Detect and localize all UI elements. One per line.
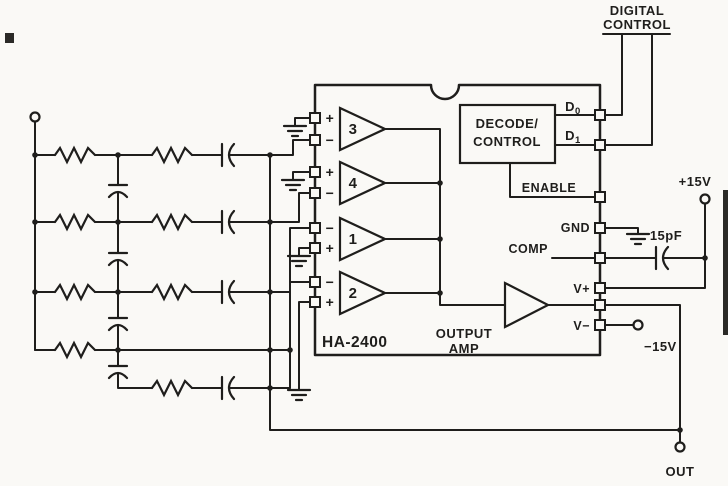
out-terminal bbox=[674, 441, 686, 453]
resistor-symbol bbox=[150, 146, 194, 164]
ic-pin bbox=[309, 242, 321, 254]
decode-pin-wires bbox=[554, 114, 596, 146]
ic-pin bbox=[594, 191, 606, 203]
d1-pin-label: D1 bbox=[565, 128, 581, 146]
input-sign: + bbox=[326, 110, 335, 126]
input-sign: + bbox=[326, 294, 335, 310]
input-row bbox=[34, 139, 311, 168]
enable-wire bbox=[509, 162, 596, 198]
resistor-symbol bbox=[150, 379, 194, 397]
resistor-symbol bbox=[53, 146, 97, 164]
opamp-3 bbox=[338, 106, 388, 152]
ic-pin bbox=[309, 112, 321, 124]
ic-pin bbox=[309, 276, 321, 288]
digital-control-wires bbox=[602, 33, 671, 146]
gnd-pin-label: GND bbox=[561, 221, 590, 235]
ic-pin bbox=[309, 134, 321, 146]
scan-mark-artifact bbox=[5, 33, 14, 43]
ground-symbol bbox=[286, 388, 312, 402]
input-row bbox=[117, 372, 291, 401]
input-row bbox=[34, 227, 311, 305]
output-amp bbox=[503, 281, 551, 329]
junction-dot bbox=[437, 236, 443, 242]
internal-output-bus bbox=[384, 128, 506, 306]
resistor-symbol bbox=[53, 283, 97, 301]
junction-dot bbox=[437, 180, 443, 186]
scan-edge-artifact bbox=[723, 190, 728, 335]
enable-label: ENABLE bbox=[522, 181, 576, 195]
ground-symbol bbox=[282, 124, 308, 138]
vminus-pin-label: V− bbox=[573, 319, 590, 333]
vplus-pin-label: V+ bbox=[573, 282, 590, 296]
output-amp-label: AMP bbox=[449, 341, 479, 356]
ic-pin bbox=[309, 222, 321, 234]
opamp-1 bbox=[338, 216, 388, 262]
junction-dot bbox=[437, 290, 443, 296]
input-sign: + bbox=[326, 240, 335, 256]
input-sign: − bbox=[326, 185, 335, 201]
part-number: HA-2400 bbox=[322, 334, 388, 351]
input-sign: + bbox=[326, 164, 335, 180]
resistor-symbol bbox=[53, 213, 97, 231]
input-network bbox=[29, 111, 681, 431]
d0-pin-label: D0 bbox=[565, 99, 581, 117]
junction-dot bbox=[677, 427, 683, 433]
opamp-label: 1 bbox=[349, 231, 358, 248]
out-label: OUT bbox=[666, 464, 695, 479]
input-sign: − bbox=[326, 274, 335, 290]
resistor-symbol bbox=[150, 283, 194, 301]
input-row bbox=[34, 281, 311, 389]
ic-pin bbox=[594, 299, 606, 311]
resistor-symbol bbox=[150, 213, 194, 231]
opamp-label: 4 bbox=[349, 175, 358, 192]
ic-pin bbox=[594, 319, 606, 331]
external-right: DIGITAL CONTROL 15pF +15V −15V OUT bbox=[602, 3, 712, 479]
ic-pin bbox=[594, 139, 606, 151]
ic-pin bbox=[309, 187, 321, 199]
comp-pin-label: COMP bbox=[509, 242, 549, 256]
junction-dot bbox=[287, 347, 293, 353]
opamp-label: 2 bbox=[349, 285, 358, 302]
comp-cap-label: 15pF bbox=[650, 228, 682, 243]
ic-pin bbox=[594, 222, 606, 234]
input-sign: − bbox=[326, 220, 335, 236]
ic-pin bbox=[594, 282, 606, 294]
ic-package: + − + − − + − + 3 4 1 2 DECODE/ CONTROL … bbox=[309, 83, 606, 357]
opamp-label: 3 bbox=[349, 121, 358, 138]
ic-pin bbox=[594, 109, 606, 121]
digital-control-label: CONTROL bbox=[603, 17, 671, 32]
decode-control-box bbox=[458, 103, 557, 165]
ground-symbol bbox=[280, 178, 306, 192]
ground-symbol bbox=[286, 254, 312, 268]
ic-pin bbox=[309, 296, 321, 308]
coupling-capacitors bbox=[107, 154, 129, 380]
digital-control-label: DIGITAL bbox=[610, 3, 665, 18]
pos-supply-label: +15V bbox=[679, 174, 712, 189]
pos-supply-terminal bbox=[699, 193, 711, 205]
output-wire bbox=[604, 304, 681, 443]
ic-pin bbox=[594, 252, 606, 264]
decode-control-label: DECODE/ bbox=[476, 116, 539, 131]
ground-symbol bbox=[625, 232, 651, 246]
vplus-wire bbox=[604, 202, 706, 289]
neg-supply-label: −15V bbox=[644, 339, 677, 354]
opamp-2 bbox=[338, 270, 388, 316]
opamp-4 bbox=[338, 160, 388, 206]
decode-control-label: CONTROL bbox=[473, 134, 541, 149]
input-row bbox=[34, 192, 311, 235]
output-amp-label: OUTPUT bbox=[436, 326, 492, 341]
ground-connections bbox=[280, 117, 312, 402]
feedback-bus bbox=[269, 154, 681, 431]
neg-supply-terminal bbox=[632, 319, 644, 331]
input-sign: − bbox=[326, 132, 335, 148]
input-terminal bbox=[29, 111, 41, 123]
ic-pin bbox=[309, 166, 321, 178]
resistor-symbol bbox=[53, 341, 97, 359]
